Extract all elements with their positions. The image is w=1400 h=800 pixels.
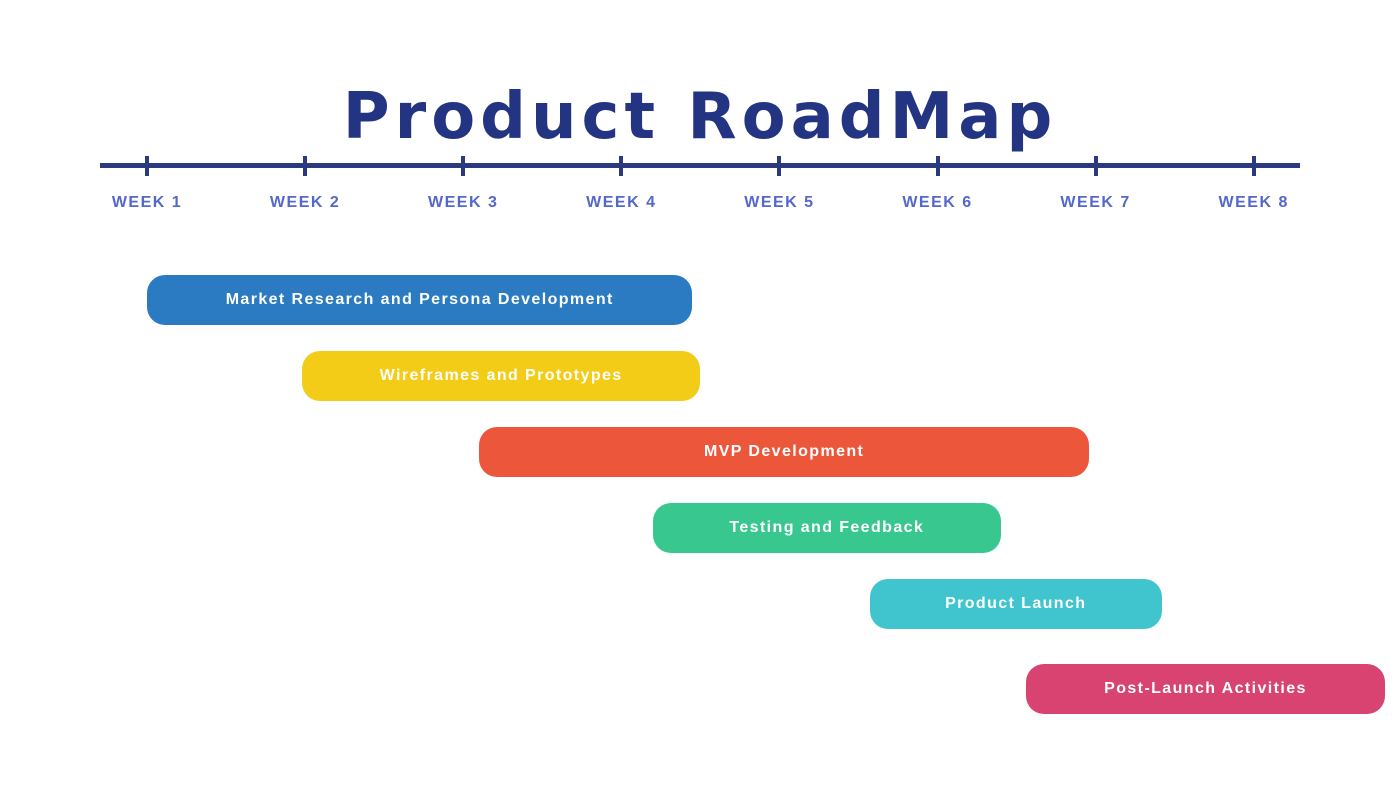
week-label: WEEK 8 (1218, 194, 1289, 211)
week-tick (619, 156, 624, 176)
task-bar: Testing and Feedback (652, 503, 1001, 553)
week-label: WEEK 6 (902, 194, 973, 211)
task-bar: Product Launch (869, 579, 1162, 629)
task-bar: Wireframes and Prototypes (301, 351, 701, 401)
timeline-axis (100, 163, 1300, 168)
week-label: WEEK 4 (586, 194, 657, 211)
week-label: WEEK 2 (269, 194, 341, 211)
week-tick (461, 156, 466, 176)
week-tick (145, 156, 149, 176)
week-label: WEEK 1 (111, 194, 183, 211)
week-tick (1093, 156, 1098, 176)
week-tick (303, 156, 308, 176)
task-bar: Market Research and Persona Development (147, 275, 693, 325)
week-tick (1251, 156, 1256, 176)
week-label: WEEK 3 (428, 194, 499, 211)
week-label: WEEK 7 (1060, 194, 1131, 211)
week-label: WEEK 5 (744, 194, 815, 211)
task-bar: Post-Launch Activities (1026, 664, 1385, 714)
week-tick (935, 156, 940, 176)
week-tick (777, 156, 782, 176)
task-bar: MVP Development (479, 427, 1090, 477)
page-title: Product RoadMap (342, 79, 1058, 154)
